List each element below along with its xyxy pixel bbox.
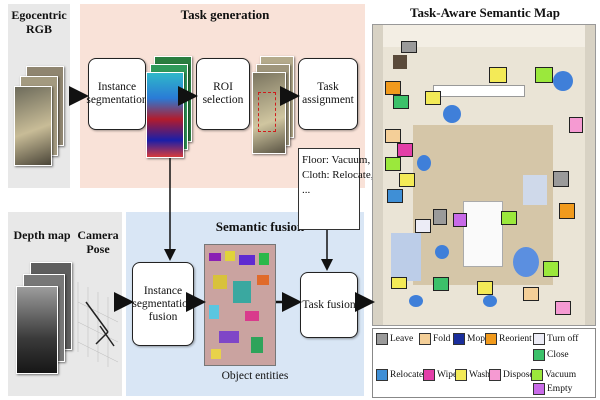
task-note: Floor: Vacuum, Cloth: Relocate, ... [298, 148, 374, 230]
task-generation-title: Task generation [180, 7, 270, 22]
roi-image-stack [252, 56, 294, 156]
legend-item-fold: Fold [419, 333, 450, 345]
legend-swatch [533, 349, 545, 361]
semantic-fusion-title: Semantic fusion [215, 219, 305, 234]
legend-swatch [485, 333, 497, 345]
legend-label: Dispose [503, 370, 534, 380]
legend-swatch [419, 333, 431, 345]
task-note-line-2: Cloth: Relocate, [302, 169, 374, 181]
legend-label: Turn off [547, 334, 579, 344]
legend-item-vacuum: Vacuum [531, 369, 576, 381]
legend-swatch [376, 333, 388, 345]
legend-item-wash: Wash [455, 369, 490, 381]
legend-item-mop: Mop [453, 333, 485, 345]
depth-map-stack [16, 262, 72, 374]
instance-segmentation-fusion-box: Instance segmentation fusion [132, 262, 194, 346]
legend-item-empty: Empty [533, 383, 572, 395]
rgb-label: Egocentric RGB [11, 8, 67, 36]
legend-item-close: Close [533, 349, 569, 361]
legend-label: Wash [469, 370, 490, 380]
roi-highlight [258, 92, 276, 132]
legend-item-reorient: Reorient [485, 333, 532, 345]
depth-map-label: Depth map [13, 228, 71, 242]
task-assignment-box: Task assignment [298, 58, 358, 130]
legend-item-relocate: Relocate [376, 369, 423, 381]
legend-swatch [376, 369, 388, 381]
legend-item-leave: Leave [376, 333, 413, 345]
legend-label: Empty [547, 384, 573, 394]
object-entities-map [204, 244, 276, 366]
legend-label: Wipe [437, 370, 458, 380]
camera-pose-label: Camera Pose [77, 228, 119, 256]
legend-swatch [533, 383, 545, 395]
segmentation-image-stack [146, 56, 192, 158]
map-title: Task-Aware Semantic Map [410, 5, 560, 20]
rgb-image-stack [14, 66, 64, 166]
camera-pose-plot [77, 282, 119, 367]
legend-swatch [453, 333, 465, 345]
legend-swatch [455, 369, 467, 381]
legend-label: Relocate [390, 370, 424, 380]
legend-label: Vacuum [545, 370, 577, 380]
legend-label: Mop [467, 334, 485, 344]
task-note-line-3: ... [302, 184, 311, 196]
legend-item-dispose: Dispose [489, 369, 534, 381]
legend-label: Close [547, 350, 569, 360]
legend-swatch [489, 369, 501, 381]
task-note-line-1: Floor: Vacuum, [302, 154, 371, 166]
legend-item-wipe: Wipe [423, 369, 457, 381]
task-legend: Leave Fold Mop Reorient Turn off Close R… [372, 328, 596, 398]
legend-item-turn-off: Turn off [533, 333, 578, 345]
legend-label: Leave [390, 334, 414, 344]
semantic-map-image [372, 24, 596, 326]
instance-segmentation-box: Instance segmentation [86, 58, 148, 130]
legend-label: Reorient [499, 334, 532, 344]
legend-label: Fold [433, 334, 451, 344]
object-entities-label: Object entities [221, 370, 289, 382]
legend-swatch [423, 369, 435, 381]
legend-swatch [533, 333, 545, 345]
legend-swatch [531, 369, 543, 381]
